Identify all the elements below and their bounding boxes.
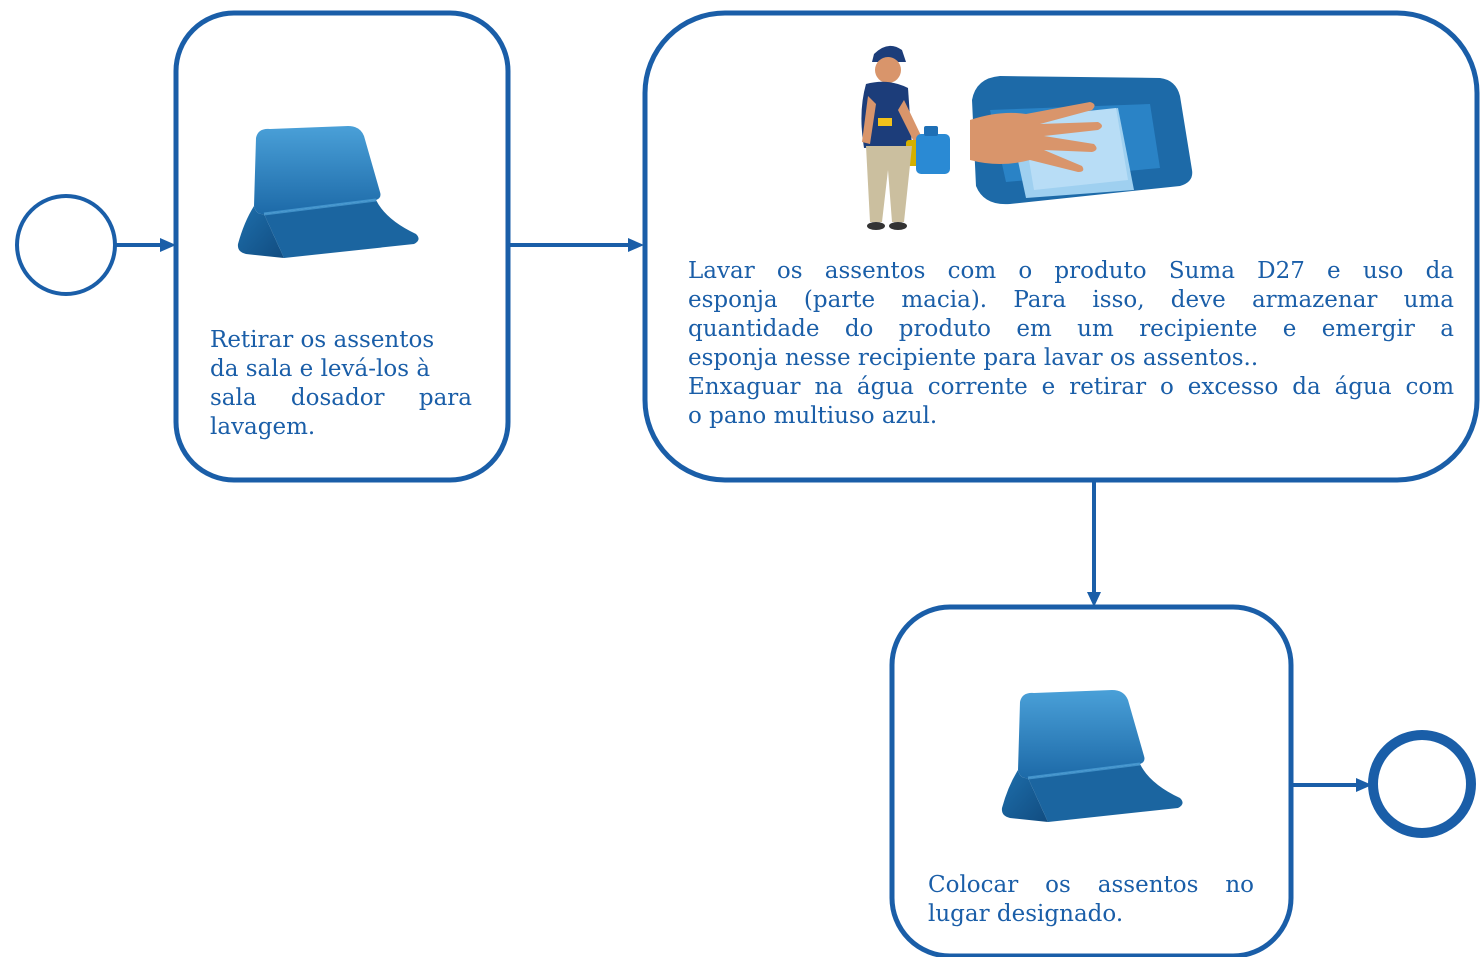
task-text-line: quantidade do produto em um recipiente e… [688, 316, 1454, 342]
task-place-seats-text: Colocar os assentos no lugar designado. [928, 871, 1254, 929]
sequence-flow-task3-to-end [1293, 778, 1372, 792]
task-text-line: lavagem. [210, 414, 316, 440]
task-text-line: lugar designado. [928, 901, 1124, 927]
sequence-flow-task2-to-task3 [1087, 479, 1101, 607]
task-text-line: sala dosador para [210, 385, 472, 411]
task-text-line: o pano multiuso azul. [688, 403, 938, 429]
task-text-line: da sala e levá-los à [210, 356, 431, 382]
task-text-line: esponja nesse recipiente para lavar os a… [688, 345, 1259, 371]
sequence-flow-task1-to-task2 [509, 238, 644, 252]
task-text-line: Retirar os assentos [210, 327, 435, 353]
task-text-line: Enxaguar na água corrente e retirar o ex… [688, 374, 1454, 400]
task-remove-seats-text: Retirar os assentos da sala e levá-los à… [210, 326, 472, 442]
sequence-flow-start-to-task1 [116, 238, 176, 252]
task-text-line: esponja (parte macia). Para isso, deve a… [688, 287, 1454, 313]
hand-wiping-seat-icon [970, 76, 1193, 205]
task-wash-seats-text: Lavar os assentos com o produto Suma D27… [688, 257, 1454, 431]
task-wash-seats-box[interactable] [642, 10, 1480, 483]
task-text-line: Lavar os assentos com o produto Suma D27… [688, 258, 1454, 284]
task-text-line: Colocar os assentos no [928, 872, 1254, 898]
worker-icon [861, 45, 950, 230]
start-event[interactable] [15, 194, 117, 296]
end-event[interactable] [1368, 730, 1476, 838]
